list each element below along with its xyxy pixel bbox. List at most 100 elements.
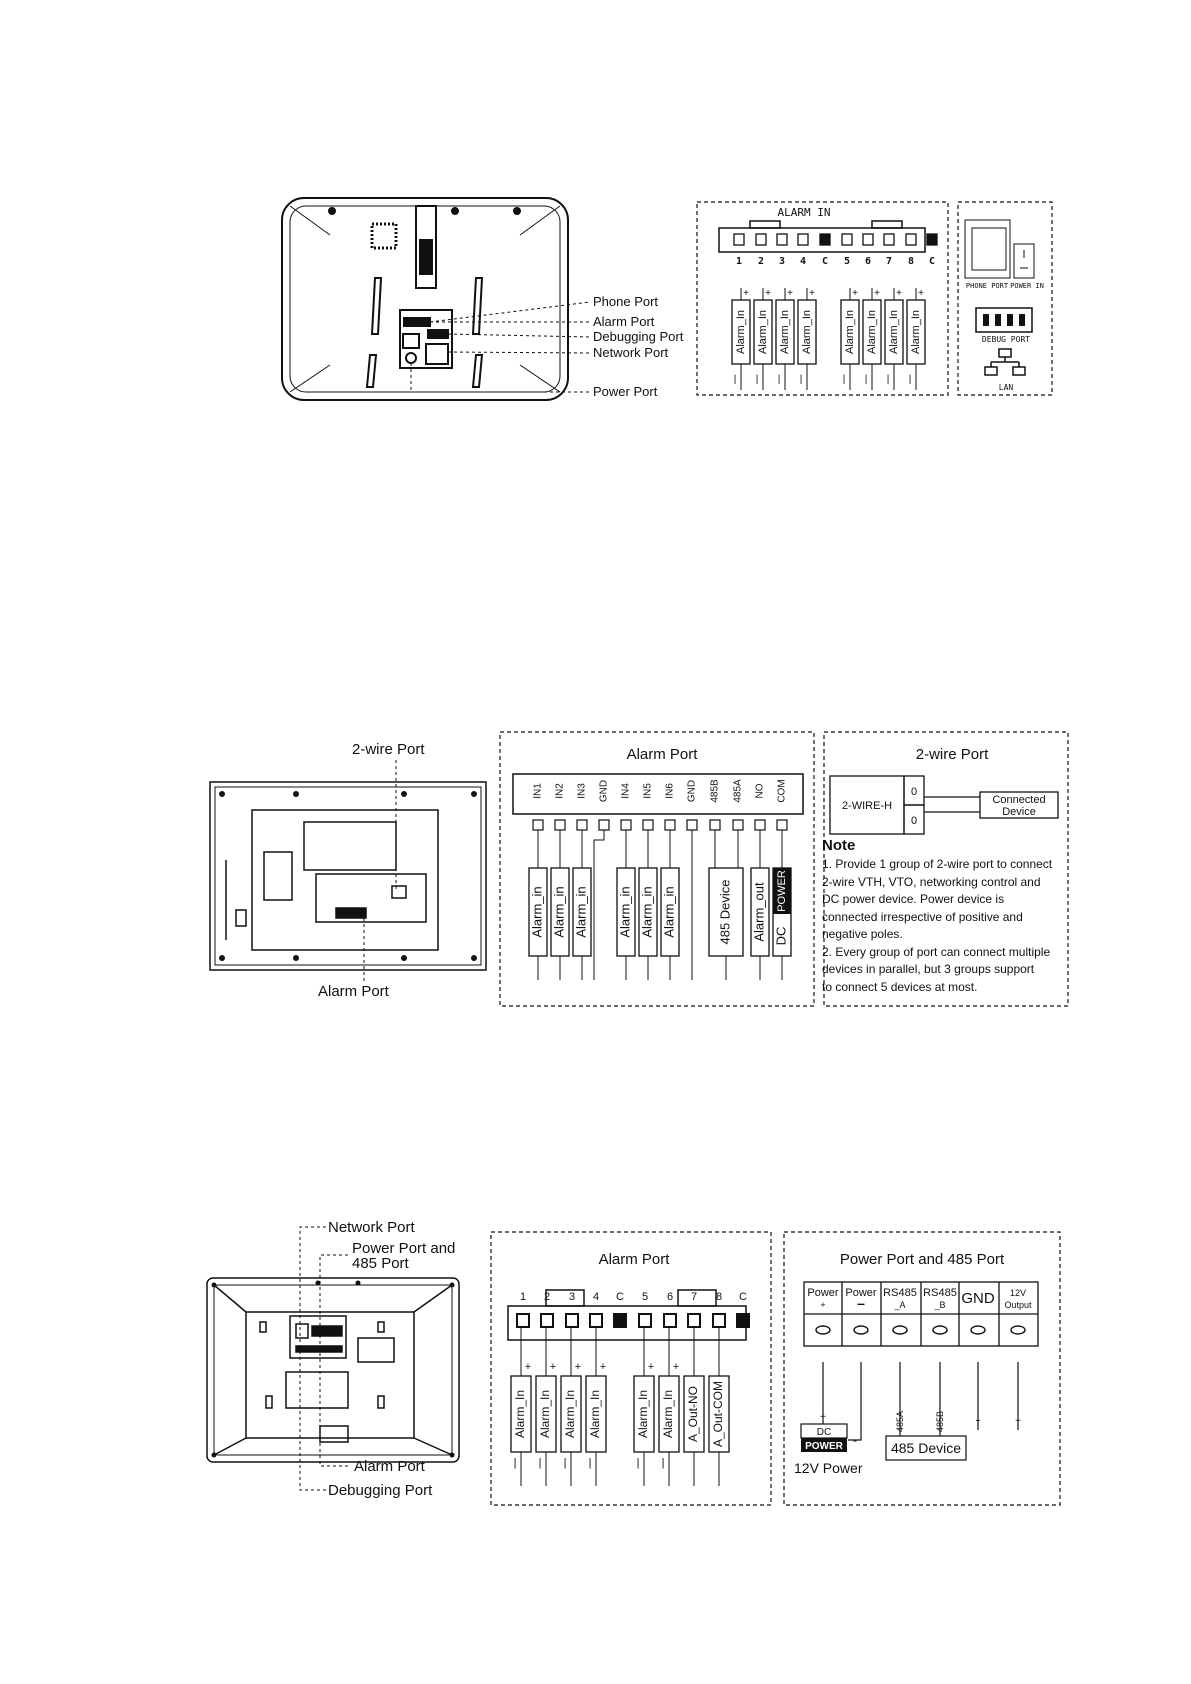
pin-square — [819, 233, 831, 246]
terminal-label: Alarm_in — [551, 886, 566, 937]
power-485-panel — [783, 1231, 1061, 1506]
callout-power-port: Power Port — [593, 384, 658, 399]
callout-debugging-port: Debugging Port — [593, 329, 684, 344]
pin-label: COM — [777, 779, 788, 802]
diagram-1: Phone Port Alarm Port Debugging Port Net… — [281, 197, 1053, 401]
terminal-screw — [892, 1325, 908, 1335]
pin-label: GND — [599, 780, 610, 802]
plus-sign: + — [809, 288, 815, 299]
power-col-sub: _B — [933, 1300, 945, 1310]
plus-sign: + — [852, 288, 858, 299]
plus-sign: + — [874, 288, 880, 299]
pin-square — [642, 819, 654, 831]
minus-sign: | — [865, 374, 868, 385]
alarm-port-panel-2 — [499, 731, 815, 1007]
device-back-2 — [209, 781, 487, 971]
power-in-label: POWER IN — [1010, 282, 1044, 290]
out-plus-sign: + — [1015, 1416, 1021, 1427]
minus-sign: | — [843, 374, 846, 385]
terminal-label: Alarm_In — [757, 310, 769, 354]
2wire-panel — [823, 731, 1069, 1007]
pin-square — [540, 1313, 554, 1328]
plus-sign: + — [648, 1361, 654, 1373]
debug-port-label: DEBUG PORT — [982, 335, 1030, 344]
pin-label: IN3 — [577, 783, 588, 799]
note-line: 2. Every group of port can connect multi… — [822, 944, 1051, 959]
pin-label: 7 — [691, 1291, 697, 1303]
pin-square — [613, 1313, 627, 1328]
pin-square — [926, 233, 938, 246]
pin-square — [686, 819, 698, 831]
pin-square — [620, 819, 632, 831]
pin-square — [776, 819, 788, 831]
pin-label: GND — [687, 780, 698, 802]
note-title: Note — [822, 837, 856, 854]
pin-square — [733, 233, 745, 246]
2wire-h-label: 2-WIRE-H — [842, 800, 892, 812]
power-485-title: Power Port and 485 Port — [840, 1251, 1005, 1268]
plus-sign: + — [673, 1361, 679, 1373]
alarm-port-title-3: Alarm Port — [599, 1251, 671, 1268]
callout-power-485-line1: Power Port and — [352, 1240, 455, 1257]
pin-square — [589, 1313, 603, 1328]
dc-label-3: DC — [817, 1427, 831, 1438]
minus-sign: | — [734, 374, 737, 385]
minus-sign: | — [539, 1457, 542, 1469]
terminal-screw — [853, 1325, 869, 1335]
pin-square — [732, 819, 744, 831]
terminal-label: 485 Device — [717, 879, 732, 944]
note-line: 2-wire VTH, VTO, networking control and — [822, 874, 1041, 889]
pin-label: 7 — [886, 256, 892, 267]
device-back-3 — [206, 1277, 460, 1463]
minus-sign: | — [778, 374, 781, 385]
power-col-label: RS485 — [923, 1287, 957, 1299]
pin-label: C — [616, 1291, 624, 1303]
power-label-2: POWER — [776, 870, 788, 912]
callout-phone-port: Phone Port — [593, 294, 658, 309]
pin-square — [687, 1313, 701, 1328]
phone-port-label: PHONE PORT — [966, 282, 1009, 290]
terminal-label: Alarm_in — [661, 886, 676, 937]
pin-square — [516, 1313, 530, 1328]
pin-label: IN2 — [555, 783, 566, 799]
pin-label: 3 — [779, 256, 785, 267]
pin-label: NO — [755, 783, 766, 798]
pin-label: 5 — [642, 1291, 648, 1303]
terminal-label: Alarm_in — [573, 886, 588, 937]
minus-sign: | — [887, 374, 890, 385]
2wire-title: 2-wire Port — [916, 746, 989, 763]
terminal-label: A_Out-NO — [686, 1386, 700, 1442]
terminal-label: Alarm_In — [844, 310, 856, 354]
plus-sign: + — [787, 288, 793, 299]
alarm-in-terminals: Alarm_In+|Alarm_In+|Alarm_In+|Alarm_In+|… — [731, 288, 926, 390]
12v-power-label: 12V Power — [794, 1460, 863, 1476]
terminal-label: A_Out-COM — [711, 1381, 725, 1447]
485b-label: 485B — [935, 1411, 945, 1432]
power-label-3: POWER — [805, 1441, 844, 1452]
terminal-label: Alarm_In — [636, 1390, 650, 1438]
callout-alarm-port: Alarm Port — [593, 314, 655, 329]
ports-panel — [957, 201, 1053, 396]
terminal-label: Alarm_In — [661, 1390, 675, 1438]
plus-sign: + — [575, 1361, 581, 1373]
power-col-label: GND — [961, 1290, 995, 1307]
plus-sign: + — [743, 288, 749, 299]
minus-sign: | — [909, 374, 912, 385]
terminal-label: Alarm_In — [563, 1390, 577, 1438]
minus-sign: | — [800, 374, 803, 385]
power-col-sub: – — [857, 1295, 865, 1311]
lan-label: LAN — [999, 383, 1014, 392]
pin-label: IN6 — [665, 783, 676, 799]
pin-label: 485A — [733, 779, 744, 803]
dc-plus-sign: + — [820, 1412, 826, 1423]
pin-square — [598, 819, 610, 831]
pin-square — [755, 233, 767, 246]
pin-square — [776, 233, 788, 246]
connected-device-line1: Connected — [992, 794, 1045, 806]
note-line: negative poles. — [822, 927, 903, 941]
screw-holes-2 — [219, 791, 477, 961]
